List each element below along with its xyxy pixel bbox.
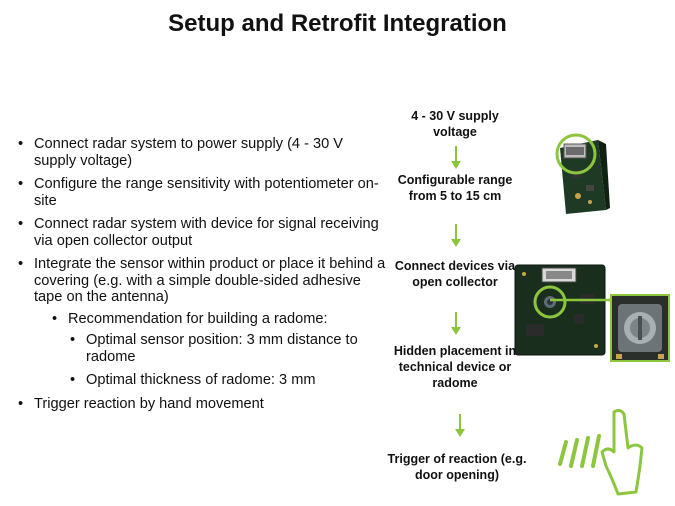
flow-step-trigger: Trigger of reaction (e.g. door opening) bbox=[387, 452, 527, 482]
bullet-connect: Connect radar system with device for sig… bbox=[16, 216, 386, 249]
pcb-board-icon bbox=[514, 264, 606, 356]
hand-gesture-icon bbox=[558, 408, 644, 496]
flow-step-supply: 4 - 30 V supply voltage bbox=[411, 109, 499, 139]
zoom-connector-line bbox=[550, 298, 612, 302]
slide-title: Setup and Retrofit Integration bbox=[168, 10, 507, 37]
flow-step-connect: Connect devices via open collector bbox=[394, 259, 516, 289]
down-arrow-icon bbox=[455, 414, 465, 437]
sub-sub-bullet-position: Optimal sensor position: 3 mm distance t… bbox=[68, 332, 386, 365]
potentiometer-icon bbox=[610, 294, 670, 362]
bullet-range: Configure the range sensitivity with pot… bbox=[16, 176, 386, 209]
bullet-integrate-text: Integrate the sensor within product or p… bbox=[34, 256, 386, 305]
bullet-integrate: Integrate the sensor within product or p… bbox=[16, 256, 386, 389]
radar-module-icon bbox=[555, 133, 610, 214]
sub-bullet-radome: Recommendation for building a radome: Op… bbox=[50, 311, 386, 389]
sub-list-radome: Recommendation for building a radome: Op… bbox=[34, 311, 386, 389]
sub-sub-bullet-thickness: Optimal thickness of radome: 3 mm bbox=[68, 372, 386, 389]
flow-step-range: Configurable range from 5 to 15 cm bbox=[397, 173, 513, 203]
bullet-list: Connect radar system to power supply (4 … bbox=[16, 136, 386, 419]
flow-step-placement: Hidden placement in technical device or … bbox=[393, 344, 517, 390]
bullet-trigger: Trigger reaction by hand movement bbox=[16, 396, 386, 413]
sub-sub-list: Optimal sensor position: 3 mm distance t… bbox=[68, 332, 386, 389]
down-arrow-icon bbox=[451, 224, 461, 247]
down-arrow-icon bbox=[451, 312, 461, 335]
bullet-power: Connect radar system to power supply (4 … bbox=[16, 136, 386, 169]
down-arrow-icon bbox=[451, 146, 461, 169]
sub-bullet-radome-text: Recommendation for building a radome: bbox=[68, 310, 328, 327]
